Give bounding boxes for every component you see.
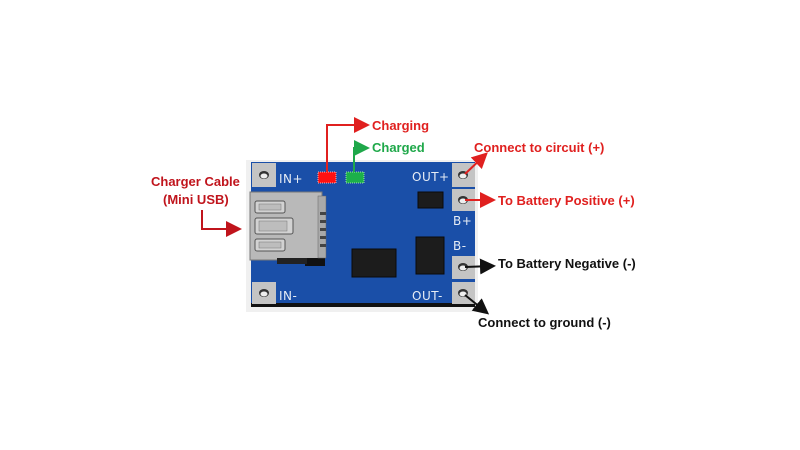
chip-tp4056 bbox=[351, 248, 397, 278]
silk-in-plus: IN+ bbox=[279, 172, 304, 186]
pad-in-plus bbox=[252, 163, 276, 187]
silk-out-minus: OUT- bbox=[412, 289, 443, 303]
label-battery-negative: To Battery Negative (-) bbox=[498, 256, 636, 271]
label-connect-circuit: Connect to circuit (+) bbox=[474, 140, 605, 155]
label-battery-positive: To Battery Positive (+) bbox=[498, 193, 635, 208]
arrow-connect-ground bbox=[464, 294, 490, 315]
label-charged: Charged bbox=[372, 140, 425, 155]
arrow-battery-negative bbox=[464, 258, 496, 275]
silk-in-minus: IN- bbox=[279, 289, 298, 303]
arrow-charger-cable bbox=[201, 210, 242, 237]
arrow-charged bbox=[353, 140, 370, 172]
label-mini-usb: (Mini USB) bbox=[163, 192, 229, 207]
pad-b-plus bbox=[452, 189, 475, 211]
mini-usb-connector bbox=[249, 191, 327, 266]
led-charged bbox=[345, 171, 365, 184]
label-charger-cable: Charger Cable bbox=[151, 174, 240, 189]
board-edge bbox=[251, 303, 475, 307]
arrow-charging bbox=[326, 117, 370, 172]
chip-mosfet bbox=[415, 236, 445, 275]
silk-out-plus: OUT+ bbox=[412, 170, 450, 184]
label-connect-ground: Connect to ground (-) bbox=[478, 315, 611, 330]
pad-b-minus bbox=[452, 256, 475, 279]
silk-b-plus: B+ bbox=[453, 214, 473, 228]
silk-b-minus: B- bbox=[453, 239, 467, 253]
led-charging bbox=[317, 171, 337, 184]
pad-in-minus bbox=[252, 282, 276, 304]
arrow-connect-circuit bbox=[464, 152, 488, 175]
chip-small bbox=[417, 191, 444, 209]
label-charging: Charging bbox=[372, 118, 430, 133]
